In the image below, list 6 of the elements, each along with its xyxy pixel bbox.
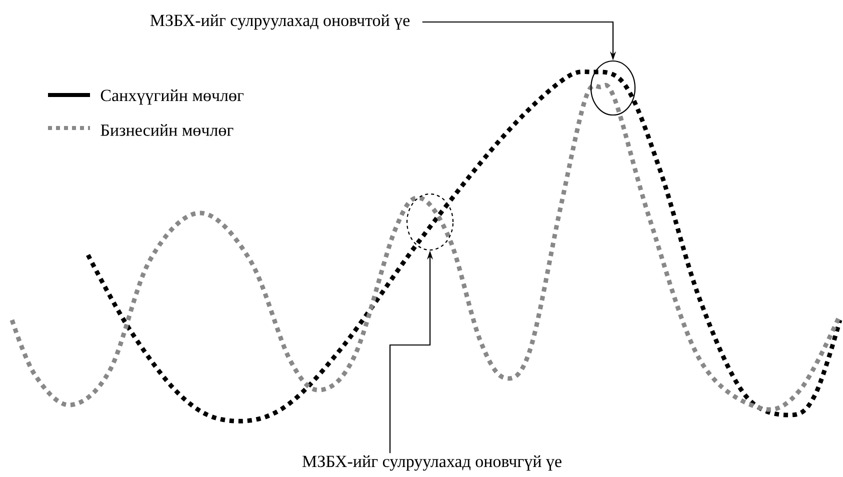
legend-text: Бизнесийн мөчлөг [100, 124, 234, 136]
highlight-circle [406, 193, 454, 251]
callout-text: МЗБХ-ийг сулруулахад оновчгүй үе [302, 455, 562, 471]
highlight-circle [590, 60, 636, 116]
callout-text: МЗБХ-ийг сулруулахад оновчтой үе [150, 14, 410, 30]
legend-text: Санхүүгийн мөчлөг [100, 89, 244, 105]
